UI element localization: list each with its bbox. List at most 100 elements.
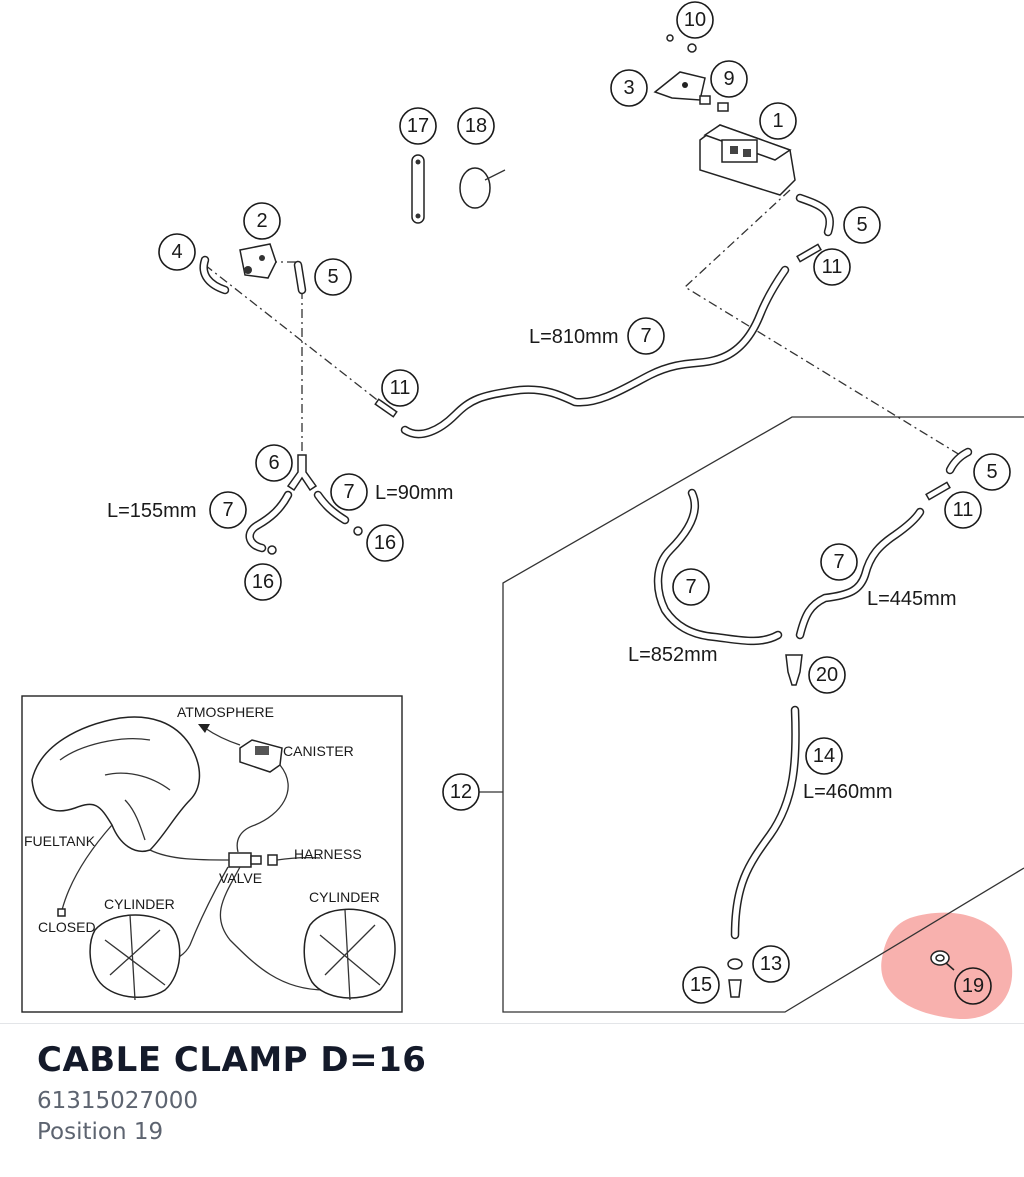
kit-outline (502, 416, 1024, 1013)
svg-text:6: 6 (268, 452, 279, 474)
callout-3[interactable]: 3 (610, 69, 648, 107)
svg-text:16: 16 (252, 571, 274, 593)
selection-highlight (881, 912, 1013, 1020)
clamp-13 (727, 958, 743, 970)
callout-2[interactable]: 2 (243, 202, 281, 240)
svg-text:3: 3 (623, 77, 634, 99)
callout-9[interactable]: 9 (710, 60, 748, 98)
svg-text:17: 17 (407, 115, 429, 137)
hose-90mm (313, 490, 350, 525)
callout-16-left[interactable]: 16 (244, 563, 282, 601)
washers-16 (267, 526, 363, 555)
svg-text:15: 15 (690, 974, 712, 996)
inset-cylinder-left (89, 914, 181, 1001)
callout-7-445[interactable]: 7 (820, 543, 858, 581)
callout-18[interactable]: 18 (457, 107, 495, 145)
svg-text:7: 7 (833, 551, 844, 573)
svg-text:5: 5 (327, 266, 338, 288)
callout-1[interactable]: 1 (759, 102, 797, 140)
inset-label-closed: CLOSED (38, 919, 96, 935)
callout-7-155[interactable]: 7 (209, 491, 247, 529)
plug-15 (728, 979, 742, 998)
filters-11 (374, 243, 951, 501)
length-label-852: L=852mm (628, 644, 718, 666)
clip-9 (699, 95, 729, 112)
hose-kit-elbow (945, 447, 973, 475)
svg-text:11: 11 (390, 377, 411, 399)
valve-bracket-2 (239, 243, 277, 279)
hose-810mm (400, 265, 790, 439)
callout-11-canister[interactable]: 11 (813, 248, 851, 286)
hose-canister-elbow (795, 193, 834, 237)
divider (0, 1023, 1024, 1024)
routing-line-1 (204, 264, 391, 411)
callout-11-kit[interactable]: 11 (944, 491, 982, 529)
svg-text:7: 7 (343, 481, 354, 503)
callout-6[interactable]: 6 (255, 444, 293, 482)
inset-label-atmosphere: ATMOSPHERE (177, 704, 274, 720)
callout-5-canister[interactable]: 5 (843, 206, 881, 244)
callout-5-left[interactable]: 5 (314, 258, 352, 296)
svg-text:14: 14 (813, 745, 835, 767)
valve-20 (785, 654, 803, 686)
svg-text:7: 7 (640, 325, 651, 347)
length-label-460: L=460mm (803, 781, 893, 803)
length-label-445: L=445mm (867, 588, 957, 610)
inset-label-cylinder-left: CYLINDER (104, 896, 175, 912)
canister-bracket (653, 71, 706, 101)
cable-tie-18 (459, 167, 506, 209)
nut-10 (666, 34, 697, 53)
routing-line-3 (683, 189, 961, 456)
svg-text:1: 1 (772, 110, 783, 132)
callout-12[interactable]: 12 (442, 773, 480, 811)
hose-155mm (245, 490, 293, 553)
parts-diagram: 1 2 3 4 5 5 5 6 7 7 7 7 7 9 10 11 11 11 … (21, 1, 1024, 1020)
callout-17[interactable]: 17 (399, 107, 437, 145)
svg-text:16: 16 (374, 532, 396, 554)
length-label-810: L=810mm (529, 326, 619, 348)
inset-label-cylinder-right: CYLINDER (309, 889, 380, 905)
callout-13[interactable]: 13 (752, 945, 790, 983)
strap-17 (411, 154, 425, 224)
inset-valve (228, 852, 278, 868)
svg-text:11: 11 (822, 256, 843, 278)
svg-text:18: 18 (465, 115, 487, 137)
callout-5-kit[interactable]: 5 (973, 453, 1011, 491)
hose-left-short (199, 255, 307, 295)
cable-clamp-19 (930, 950, 955, 971)
part-name: CABLE CLAMP D=16 (37, 1040, 427, 1080)
callout-7-852[interactable]: 7 (672, 568, 710, 606)
length-label-90: L=90mm (375, 482, 453, 504)
schematic-inset: ATMOSPHERE CANISTER FUELTANK HARNESS VAL… (21, 695, 403, 1013)
callout-15[interactable]: 15 (682, 966, 720, 1004)
callout-4[interactable]: 4 (158, 233, 196, 271)
inset-cylinder-right (303, 908, 396, 1001)
callout-10[interactable]: 10 (676, 1, 714, 39)
part-position: Position 19 (37, 1119, 164, 1145)
fueltank-drawing (31, 716, 201, 852)
inset-label-fueltank: FUELTANK (24, 833, 96, 849)
svg-text:19: 19 (962, 975, 984, 997)
hose-852mm (653, 488, 783, 646)
callout-20[interactable]: 20 (808, 656, 846, 694)
callout-19[interactable]: 19 (954, 967, 992, 1005)
svg-text:4: 4 (171, 241, 182, 263)
svg-text:5: 5 (986, 461, 997, 483)
svg-text:13: 13 (760, 953, 782, 975)
part-number: 61315027000 (37, 1088, 198, 1114)
inset-label-valve: VALVE (219, 870, 262, 886)
callout-7-810[interactable]: 7 (627, 317, 665, 355)
svg-text:20: 20 (816, 664, 838, 686)
svg-text:7: 7 (685, 576, 696, 598)
svg-text:9: 9 (723, 68, 734, 90)
callout-14[interactable]: 14 (805, 737, 843, 775)
hose-460mm (730, 705, 800, 940)
svg-text:5: 5 (856, 214, 867, 236)
callout-16-right[interactable]: 16 (366, 524, 404, 562)
inset-label-harness: HARNESS (294, 846, 362, 862)
svg-text:12: 12 (450, 781, 472, 803)
svg-text:7: 7 (222, 499, 233, 521)
y-piece-6 (286, 454, 318, 492)
callout-11-left[interactable]: 11 (381, 369, 419, 407)
callout-7-90[interactable]: 7 (330, 473, 368, 511)
